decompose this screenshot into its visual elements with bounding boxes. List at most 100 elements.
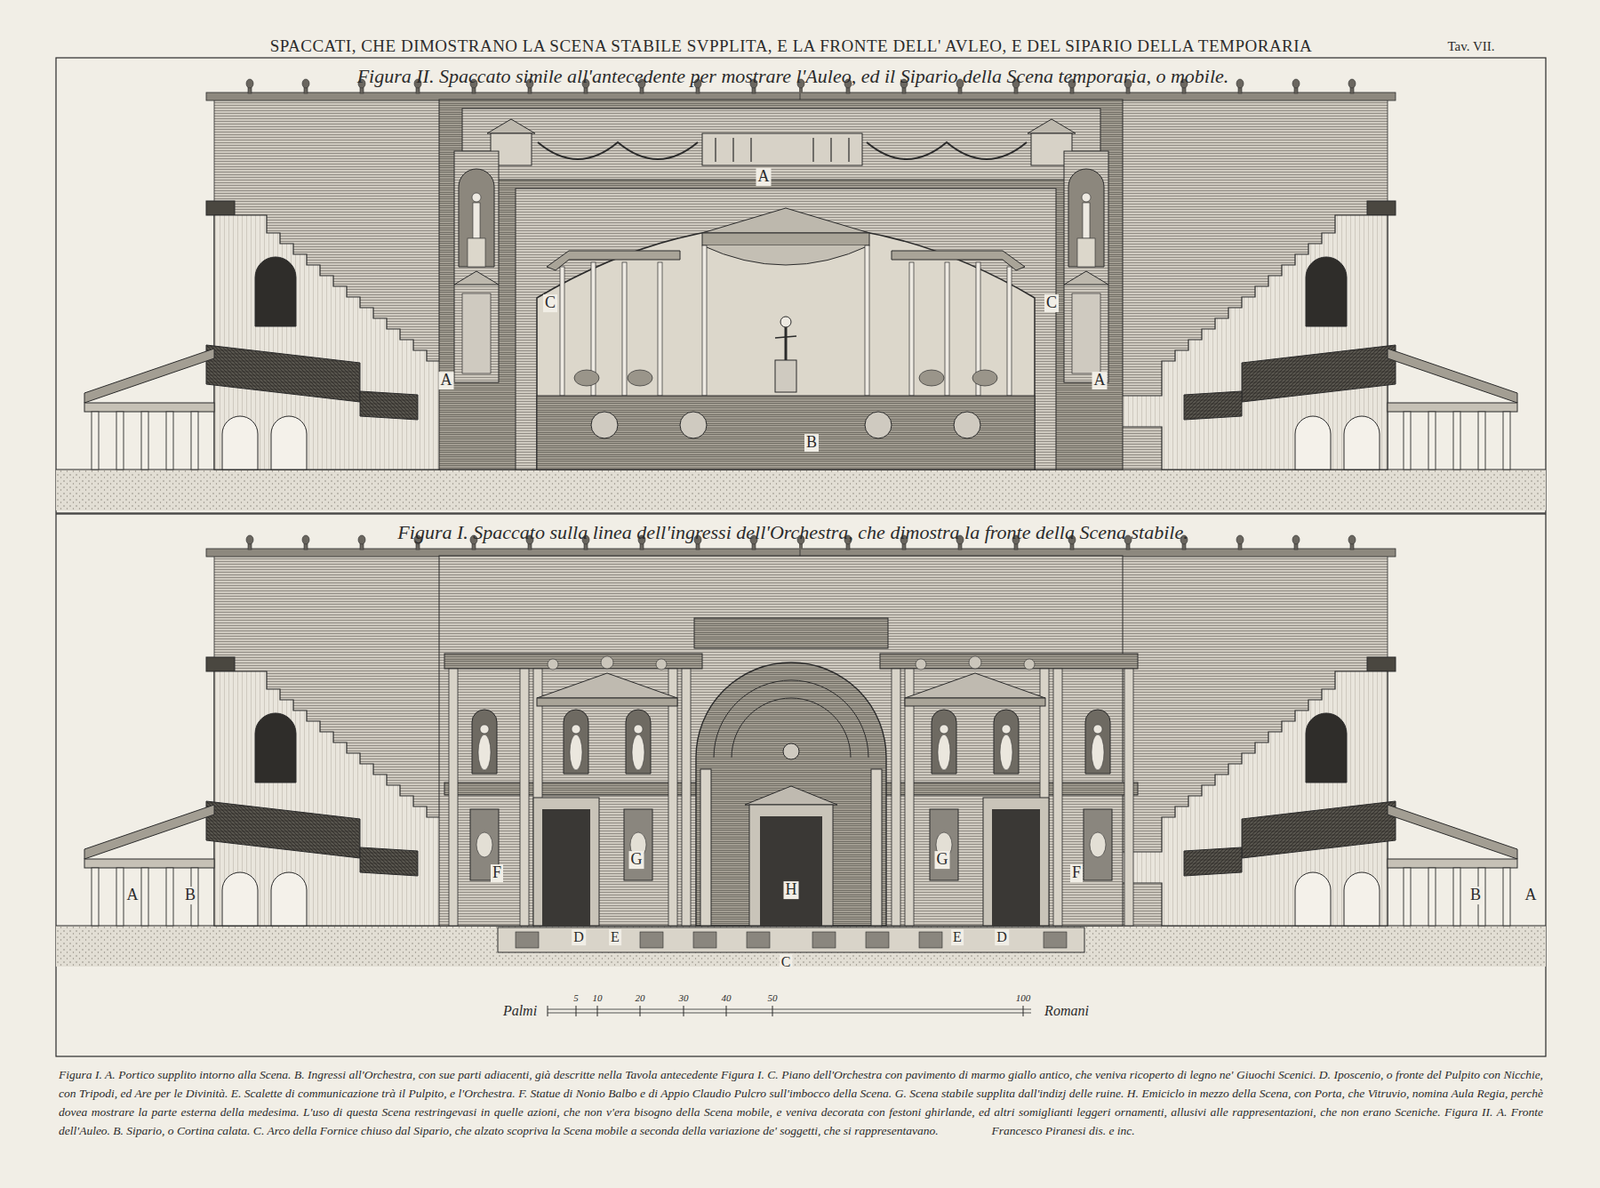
engraving-part (547, 1012, 1032, 1014)
engraving-part (1023, 1005, 1024, 1016)
engraving-part (749, 804, 833, 926)
scena-stabile (439, 555, 1138, 952)
callout-letter: A (439, 371, 455, 390)
callout-letter: E (608, 928, 622, 945)
engraving-part (560, 245, 1012, 396)
figure-caption: Figura II. Spaccato simile all'anteceden… (357, 65, 1230, 88)
engraving-part (591, 411, 981, 439)
engraving-part (56, 79, 1546, 511)
engraving-part (750, 137, 752, 162)
engraving-part (812, 931, 836, 948)
engraving-part (702, 245, 707, 396)
scale-unit: Palmi (503, 1002, 537, 1019)
scale-number: 20 (635, 992, 646, 1003)
engraving-part (944, 262, 950, 396)
engraving-part (454, 151, 499, 383)
engraving-part (953, 411, 981, 439)
engraving-part (56, 535, 1546, 967)
engraving-part (1007, 266, 1012, 396)
callout-letter: F (490, 864, 504, 882)
auleo-scene (439, 99, 1123, 470)
engraving-part (696, 662, 887, 926)
engraving-part (865, 931, 889, 948)
engraving-part (515, 931, 1067, 948)
engraving-part (864, 411, 892, 439)
engraving-part (909, 262, 914, 396)
callout-letter: C (779, 953, 793, 970)
engraving-part (732, 137, 734, 162)
engraver-signature: Francesco Piranesi dis. e inc. (992, 1120, 1136, 1140)
engraving-part (462, 108, 1101, 180)
engraving-part (830, 137, 832, 162)
callout-letter: A (756, 168, 772, 186)
engraving-part (536, 224, 1035, 471)
engraving-part (702, 208, 870, 233)
legend-text-block: Figura I. A. Portico supplito intorno al… (58, 1064, 1544, 1140)
engraving-part (1027, 119, 1076, 134)
engraving-part (56, 57, 1546, 513)
engraving-part (693, 931, 717, 948)
engraving-part (746, 931, 770, 948)
engraving-part (560, 266, 565, 396)
engraving-part (700, 768, 712, 926)
scale-number: 10 (592, 992, 603, 1003)
engraving-part (784, 327, 788, 360)
engraving-part (547, 1008, 1032, 1010)
engraving-part (515, 931, 539, 948)
scale-number: 50 (768, 992, 778, 1003)
engraving-part (702, 245, 870, 265)
engraving-part (597, 1005, 599, 1016)
engraving-part (702, 133, 863, 166)
engraving-part (683, 1005, 685, 1016)
engraving-part (537, 142, 698, 160)
engraving-part (694, 617, 888, 648)
engraving-part (871, 768, 882, 926)
callout-letter: H (784, 880, 800, 899)
engraving-part (1043, 931, 1067, 948)
callout-letter: E (951, 928, 964, 945)
engraving-part (640, 1005, 641, 1016)
scale-number: 5 (573, 992, 579, 1003)
engraving-part (622, 262, 627, 396)
engraving-part (783, 743, 800, 760)
engraving-part (848, 137, 849, 162)
callout-letter: A (1523, 886, 1539, 904)
scale-number: 30 (679, 992, 689, 1003)
engraving-part (56, 513, 1546, 1056)
callout-letter: A (125, 886, 141, 904)
engraving-part (772, 1005, 774, 1016)
engraving-part (591, 411, 618, 439)
engraving-part (627, 369, 653, 386)
callout-letter: B (804, 433, 819, 452)
engraving-part (444, 653, 703, 926)
engraving-part (640, 931, 664, 948)
engraving-part (919, 369, 944, 386)
callout-letter: B (183, 886, 198, 904)
scale-unit: Romani (1044, 1002, 1089, 1019)
engraving-part (812, 137, 814, 162)
engraving-part (864, 245, 870, 396)
plate-caption: Figura I. A. Portico supplito intorno al… (58, 1067, 1544, 1137)
engraving-part (574, 369, 998, 386)
engraving-part (775, 360, 797, 392)
engraving-part (726, 1005, 728, 1016)
engraving-part (515, 188, 1056, 470)
callout-letter: C (1044, 294, 1059, 312)
engraving-part (487, 119, 536, 134)
engraving-part (866, 142, 1027, 160)
engraving-part (715, 137, 849, 162)
callout-letter: D (571, 928, 586, 945)
engraving-part (547, 1005, 549, 1016)
engraving-part (497, 927, 1085, 952)
engraving-part (775, 336, 797, 338)
engraving-part (919, 931, 943, 948)
engraving-part (714, 137, 716, 162)
scale-bar (547, 1005, 1032, 1016)
engraving-part (680, 411, 707, 439)
engraving-part (574, 369, 600, 386)
plate-title: SPACCATI, CHE DIMOSTRANO LA SCENA STABIL… (270, 37, 1313, 56)
scale-number: 40 (721, 992, 732, 1003)
callout-letter: C (543, 294, 558, 312)
engraving-part (760, 816, 823, 926)
